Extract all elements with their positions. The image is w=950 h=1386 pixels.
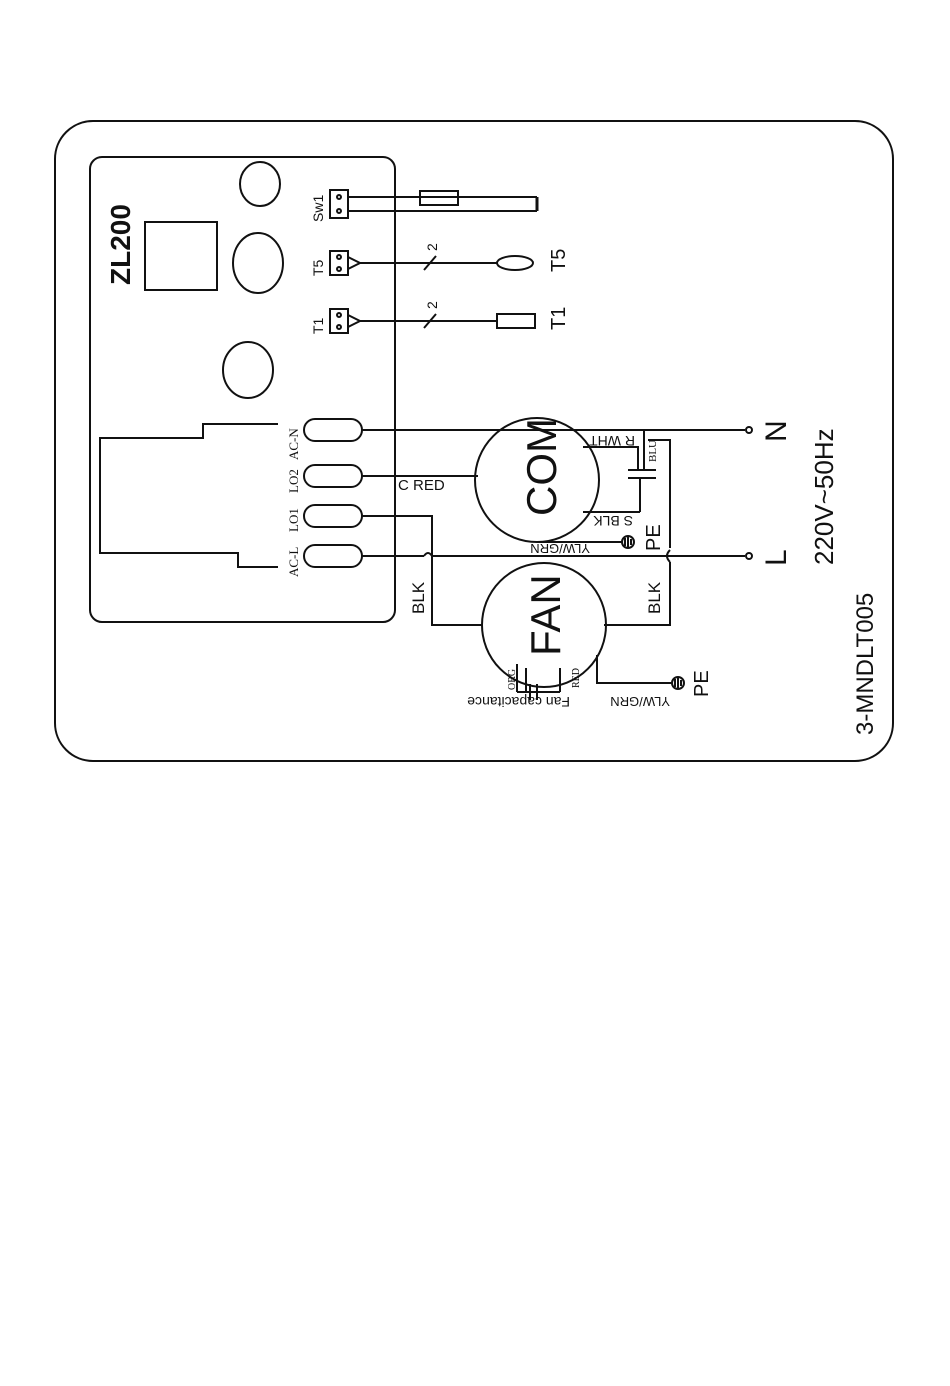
mount-hole-bottom [223, 342, 273, 398]
fan-cap-org-label: ORG [507, 669, 518, 690]
t5-sensor [497, 256, 533, 270]
terminal-lo2 [304, 465, 362, 487]
sensor-label-t5: T5 [548, 249, 570, 272]
terminal-ac-l [304, 545, 362, 567]
wire-count-t5: 2 [424, 243, 440, 251]
sensor-label-t1: T1 [548, 307, 570, 330]
relay-block [100, 424, 278, 567]
power-rating-label: 220V~50Hz [809, 428, 839, 565]
t1-sensor [497, 314, 535, 328]
fan-cap-red-label: RED [571, 668, 582, 688]
wire-count-t1: 2 [424, 301, 440, 309]
compressor-ground-label: PE [643, 524, 665, 551]
board-model-label: ZL200 [105, 204, 136, 285]
board-square [145, 222, 217, 290]
connector-label-t1: T1 [310, 317, 326, 334]
mount-hole-middle [233, 233, 283, 293]
drawing-code-label: 3-MNDLT005 [852, 593, 879, 735]
compressor-common-wire-label: C RED [398, 477, 445, 494]
terminal-lo1 [304, 505, 362, 527]
connector-label-t5: T5 [310, 259, 326, 276]
live-terminal [746, 553, 752, 559]
terminal-label-lo2: LO2 [286, 469, 301, 493]
compressor-start-wire-label: S BLK [593, 513, 633, 529]
fan-wire-left-label: BLK [409, 581, 428, 614]
terminal-label-ac-n: AC-N [286, 428, 301, 460]
fan-wire-right-label: BLK [645, 581, 664, 614]
cap-wire-blu-label: BLU [647, 440, 659, 462]
compressor-ground-wire-label: YLW/GRN [530, 541, 590, 556]
fan-ground-label: PE [691, 670, 713, 697]
compressor-label: COM [518, 418, 565, 516]
fan-capacitance-label: Fan capacitance [467, 694, 570, 710]
terminal-label-lo1: LO1 [286, 508, 301, 532]
fan-label: FAN [522, 574, 569, 656]
neutral-label: N [760, 420, 793, 442]
neutral-terminal [746, 427, 752, 433]
connector-label-sw1: Sw1 [310, 195, 326, 222]
fan-ground-wire-label: YLW/GRN [610, 694, 670, 709]
terminal-ac-n [304, 419, 362, 441]
mount-hole-top [240, 162, 280, 206]
terminal-label-ac-l: AC-L [286, 547, 301, 577]
live-label: L [760, 549, 793, 566]
compressor-run-wire-label: R WHT [589, 433, 635, 449]
